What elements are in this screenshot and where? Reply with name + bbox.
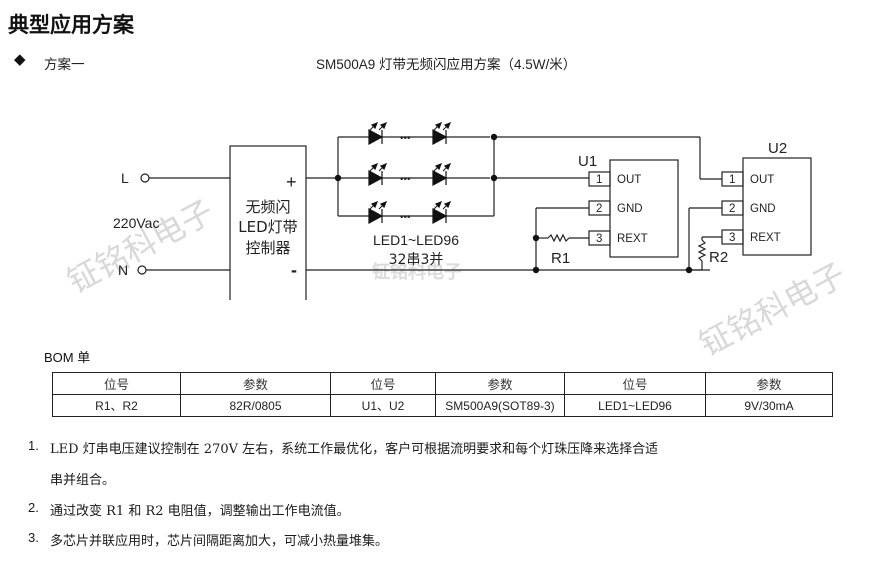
led-diode-icon — [368, 200, 388, 225]
plan-label: 方案一 — [44, 57, 85, 73]
controller-line-3: 控制器 — [245, 239, 290, 257]
led-diode-icon — [432, 200, 452, 225]
led-diode-icon — [432, 121, 452, 146]
u2-pin-2-num: 2 — [729, 203, 735, 215]
input-voltage: 220Vac — [113, 215, 159, 231]
led-dots-row-1: ••• — [400, 133, 411, 144]
r2-label: R2 — [709, 249, 728, 266]
led-diode-icon — [432, 162, 452, 187]
u1-pin-2-num: 2 — [596, 203, 602, 215]
bom-header-cell: 参数 — [180, 372, 331, 395]
bom-cell: 82R/0805 — [180, 394, 331, 417]
u2-pin-2-name: GND — [750, 203, 776, 215]
bom-header-row: 位号 参数 位号 参数 位号 参数 — [52, 372, 833, 395]
bom-cell: 9V/30mA — [705, 394, 833, 417]
u1-pin-1-num: 1 — [596, 174, 602, 186]
r1-label: R1 — [551, 250, 570, 267]
bom-header-cell: 位号 — [330, 372, 436, 395]
bom-cell: U1、U2 — [330, 394, 436, 417]
controller-line-2: LED灯带 — [238, 218, 297, 236]
bom-header-cell: 参数 — [435, 372, 565, 395]
u2-pin-3-name: REXT — [750, 232, 781, 244]
bom-table: 位号 参数 位号 参数 位号 参数 R1、R2 82R/0805 U1、U2 S… — [52, 372, 833, 417]
note-number: 1. — [28, 438, 39, 453]
u2-pin-3-num: 3 — [729, 232, 735, 244]
led-dots-row-2: ••• — [400, 174, 411, 185]
note-number: 3. — [28, 530, 39, 545]
bom-cell: R1、R2 — [52, 394, 181, 417]
u1-pin-3-num: 3 — [596, 233, 602, 245]
u1-pin-2-name: GND — [617, 203, 643, 215]
note-text: 多芯片并联应用时，芯片间隔距离加大，可减小热量堆集。 — [50, 534, 389, 549]
bom-header-cell: 参数 — [705, 372, 833, 395]
led-diode-icon — [368, 121, 388, 146]
u2-pin-1-num: 1 — [729, 174, 735, 186]
bom-header-cell: 位号 — [52, 372, 181, 395]
minus-label: - — [291, 260, 297, 280]
bom-row: R1、R2 82R/0805 U1、U2 SM500A9(SOT89-3) LE… — [52, 394, 833, 417]
bom-cell: LED1~LED96 — [564, 394, 706, 417]
u2-label: U2 — [768, 140, 787, 157]
bullet-diamond-icon: ◆ — [14, 51, 26, 68]
plan-title: SM500A9 灯带无频闪应用方案（4.5W/米） — [316, 57, 577, 72]
u2-pin-1-name: OUT — [750, 174, 774, 186]
plus-label: + — [286, 172, 297, 192]
input-n-label: N — [118, 262, 128, 278]
led-dots-row-3: ••• — [400, 212, 411, 223]
note-text: 通过改变 R1 和 R2 电阻值，调整输出工作电流值。 — [50, 504, 350, 519]
input-l-label: L — [121, 170, 129, 186]
controller-box — [229, 145, 307, 300]
note-text-line2: 串并组合。 — [50, 473, 116, 488]
bom-cell: SM500A9(SOT89-3) — [435, 394, 565, 417]
note-text: LED 灯串电压建议控制在 270V 左右，系统工作最优化，客户可根据流明要求和… — [50, 442, 659, 457]
circuit-schematic: L N 220Vac + - 无频闪 LED灯带 控制器 LED1~LED96 … — [113, 121, 812, 300]
bom-header-cell: 位号 — [564, 372, 706, 395]
led-diode-icon — [368, 162, 388, 187]
led-label: LED1~LED96 — [373, 232, 459, 248]
led-config: 32串3并 — [389, 252, 444, 268]
controller-line-1: 无频闪 — [245, 198, 290, 216]
u1-pin-3-name: REXT — [617, 233, 648, 245]
u1-pin-1-name: OUT — [617, 174, 641, 186]
u1-label: U1 — [578, 153, 597, 170]
terminal-n — [137, 265, 147, 275]
watermark: 钲铭科电子 — [372, 262, 462, 283]
bom-label: BOM 单 — [44, 350, 91, 365]
page-title: 典型应用方案 — [8, 13, 134, 37]
terminal-l — [140, 173, 150, 183]
note-number: 2. — [28, 500, 39, 515]
